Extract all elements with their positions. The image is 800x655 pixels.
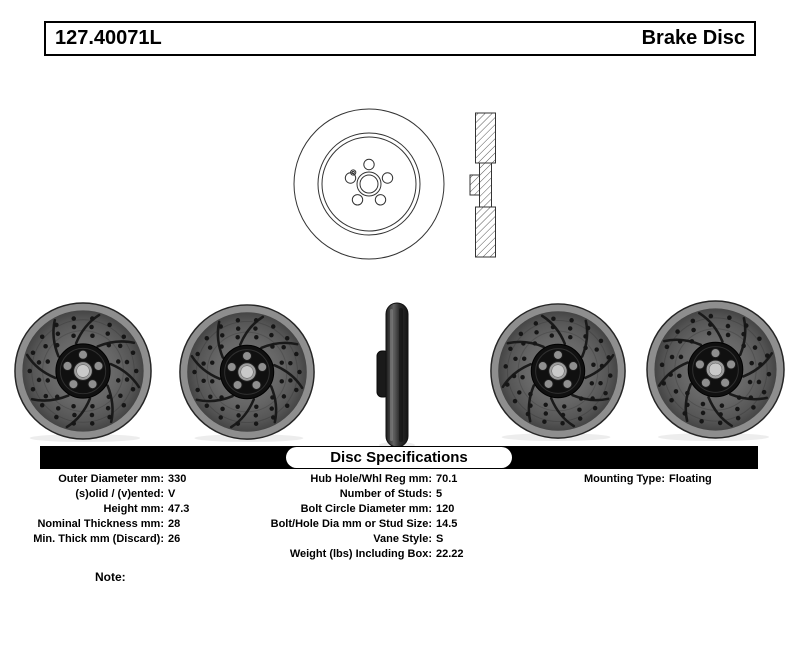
- spec-label: Mounting Type:: [583, 473, 665, 485]
- spec-label: Bolt Circle Diameter mm:: [300, 503, 432, 515]
- spec-label: Number of Studs:: [339, 488, 432, 500]
- spec-row: Vane Style: S: [248, 532, 464, 547]
- spec-value: 22.22: [436, 548, 464, 560]
- rotor-front-view-drawing: [293, 108, 445, 260]
- rotor-drill-holes: [27, 316, 139, 426]
- spec-row: (s)olid / (v)ented: V: [26, 487, 189, 502]
- rotor-photo-edge-view: [376, 302, 415, 448]
- rotor-photo-front-angled-2: [179, 304, 315, 442]
- header-bar: 127.40071L Brake Disc: [44, 21, 756, 56]
- spec-row: Bolt/Hole Dia mm or Stud Size: 14.5: [248, 517, 464, 532]
- spec-row: Mounting Type: Floating: [545, 472, 712, 487]
- banner-title: Disc Specifications: [286, 447, 512, 468]
- rotor-disc-edge: [385, 302, 409, 448]
- spec-label: Height mm:: [103, 503, 165, 515]
- rotor-photo-front-angled-3: [490, 303, 626, 441]
- spec-label: Nominal Thickness mm:: [37, 518, 164, 530]
- rotor-slots: [501, 314, 615, 428]
- spec-value: 28: [168, 518, 181, 530]
- rotor-slots: [190, 315, 304, 429]
- spec-value: Floating: [669, 473, 712, 485]
- spec-value: 330: [168, 473, 187, 485]
- rotor-photo-front-angled-1: [14, 302, 152, 442]
- spec-value: V: [168, 488, 176, 500]
- rotor-lug-holes: [537, 349, 579, 389]
- spec-value: 26: [168, 533, 181, 545]
- spec-row: Hub Hole/Whl Reg mm: 70.1: [248, 472, 464, 487]
- spec-row: Nominal Thickness mm: 28: [26, 517, 189, 532]
- spec-value: S: [436, 533, 444, 545]
- spec-row: Outer Diameter mm: 330: [26, 472, 189, 487]
- note-label: Note:: [95, 570, 126, 584]
- rotor-lug-holes: [226, 350, 268, 390]
- spec-value: 47.3: [168, 503, 190, 515]
- spec-column-right: Mounting Type: Floating: [545, 472, 712, 487]
- rotor-lug-holes: [694, 348, 737, 388]
- spec-label: Weight (lbs) Including Box:: [289, 548, 432, 560]
- spec-column-left: Outer Diameter mm: 330 (s)olid / (v)ente…: [26, 472, 189, 547]
- technical-drawing: [293, 108, 496, 260]
- spec-row: Height mm: 47.3: [26, 502, 190, 517]
- spec-label: (s)olid / (v)ented:: [75, 488, 164, 500]
- product-title: Brake Disc: [641, 27, 745, 49]
- spec-column-middle: Hub Hole/Whl Reg mm: 70.1 Number of Stud…: [248, 472, 464, 562]
- spec-row: Bolt Circle Diameter mm: 120: [248, 502, 464, 517]
- spec-label: Min. Thick mm (Discard):: [33, 533, 164, 545]
- spec-label: Outer Diameter mm:: [58, 473, 164, 485]
- part-number: 127.40071L: [55, 27, 162, 49]
- rotor-drill-holes: [503, 316, 613, 426]
- spec-label: Hub Hole/Whl Reg mm:: [310, 473, 432, 485]
- spec-value: 120: [436, 503, 455, 515]
- rotor-photo-front-angled-4: [646, 300, 785, 441]
- rotor-slots: [657, 311, 774, 428]
- spec-row: Weight (lbs) Including Box: 22.22: [248, 547, 464, 562]
- rotor-drill-holes: [192, 318, 302, 426]
- rotor-cross-section-drawing: [469, 112, 496, 258]
- spec-row: Min. Thick mm (Discard): 26: [26, 532, 189, 547]
- rotor-slots: [25, 313, 141, 429]
- spec-label: Bolt/Hole Dia mm or Stud Size:: [270, 518, 432, 530]
- rotor-drill-holes: [659, 313, 772, 426]
- spec-value: 5: [436, 488, 443, 500]
- spec-value: 14.5: [436, 518, 458, 530]
- spec-label: Vane Style:: [373, 533, 432, 545]
- spec-value: 70.1: [436, 473, 458, 485]
- spec-row: Number of Studs: 5: [248, 487, 464, 502]
- rotor-lug-holes: [62, 349, 104, 390]
- disc-specifications-banner: Disc Specifications: [40, 446, 758, 469]
